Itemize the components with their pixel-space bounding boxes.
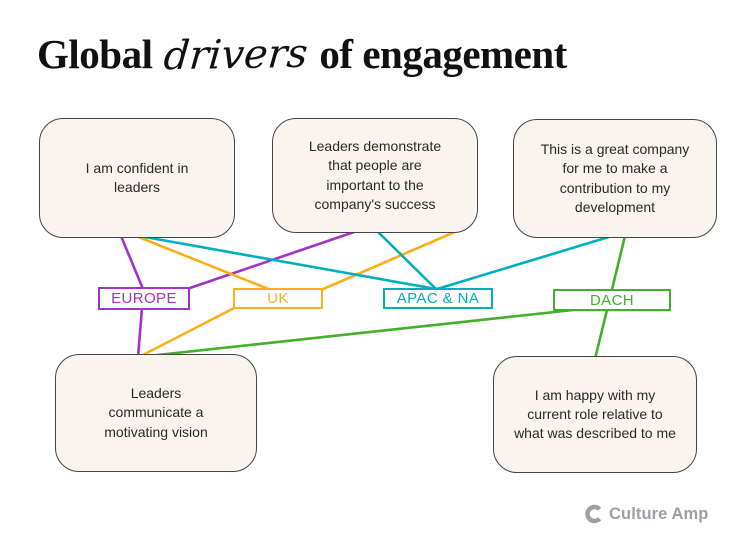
region-label-apac-na: APAC & NA: [383, 288, 493, 309]
region-label-text: APAC & NA: [396, 290, 480, 307]
connection-line: [375, 229, 438, 291]
statement-node-motivating-vision: Leaders communicate a motivating vision: [55, 354, 257, 472]
page-title: Global drivers of engagement: [37, 30, 717, 79]
region-label-text: EUROPE: [111, 290, 177, 307]
statement-text: I am happy with my current role relative…: [514, 386, 676, 442]
connection-line: [137, 308, 575, 359]
title-part2: of engagement: [319, 31, 567, 77]
statement-node-great-company: This is a great company for me to make a…: [513, 119, 717, 238]
connection-line: [119, 234, 145, 291]
region-label-uk: UK: [233, 288, 323, 309]
statement-text: I am confident in leaders: [85, 159, 189, 195]
connection-line: [136, 306, 144, 359]
culture-amp-logo: Culture Amp: [584, 504, 709, 524]
connection-line: [435, 234, 614, 291]
statement-text: Leaders communicate a motivating vision: [104, 385, 208, 440]
culture-amp-logo-text: Culture Amp: [609, 504, 709, 523]
statement-node-leaders-demonstrate: Leaders demonstrate that people are impo…: [272, 118, 478, 233]
region-label-europe: EUROPE: [98, 287, 190, 310]
connection-line: [319, 229, 459, 292]
connection-line: [143, 235, 438, 291]
culture-amp-c-icon: [585, 504, 602, 524]
connection-line: [134, 234, 273, 292]
region-label-dach: DACH: [553, 289, 671, 311]
statement-text: This is a great company for me to make a…: [540, 140, 690, 215]
connection-line: [137, 305, 238, 359]
title-part1: Global: [37, 31, 153, 77]
region-label-text: UK: [267, 290, 289, 307]
statement-text: Leaders demonstrate that people are impo…: [308, 137, 442, 212]
statement-node-happy-with-role: I am happy with my current role relative…: [493, 356, 697, 473]
statement-node-confident-in-leaders: I am confident in leaders: [39, 118, 235, 238]
region-label-text: DACH: [589, 291, 635, 309]
